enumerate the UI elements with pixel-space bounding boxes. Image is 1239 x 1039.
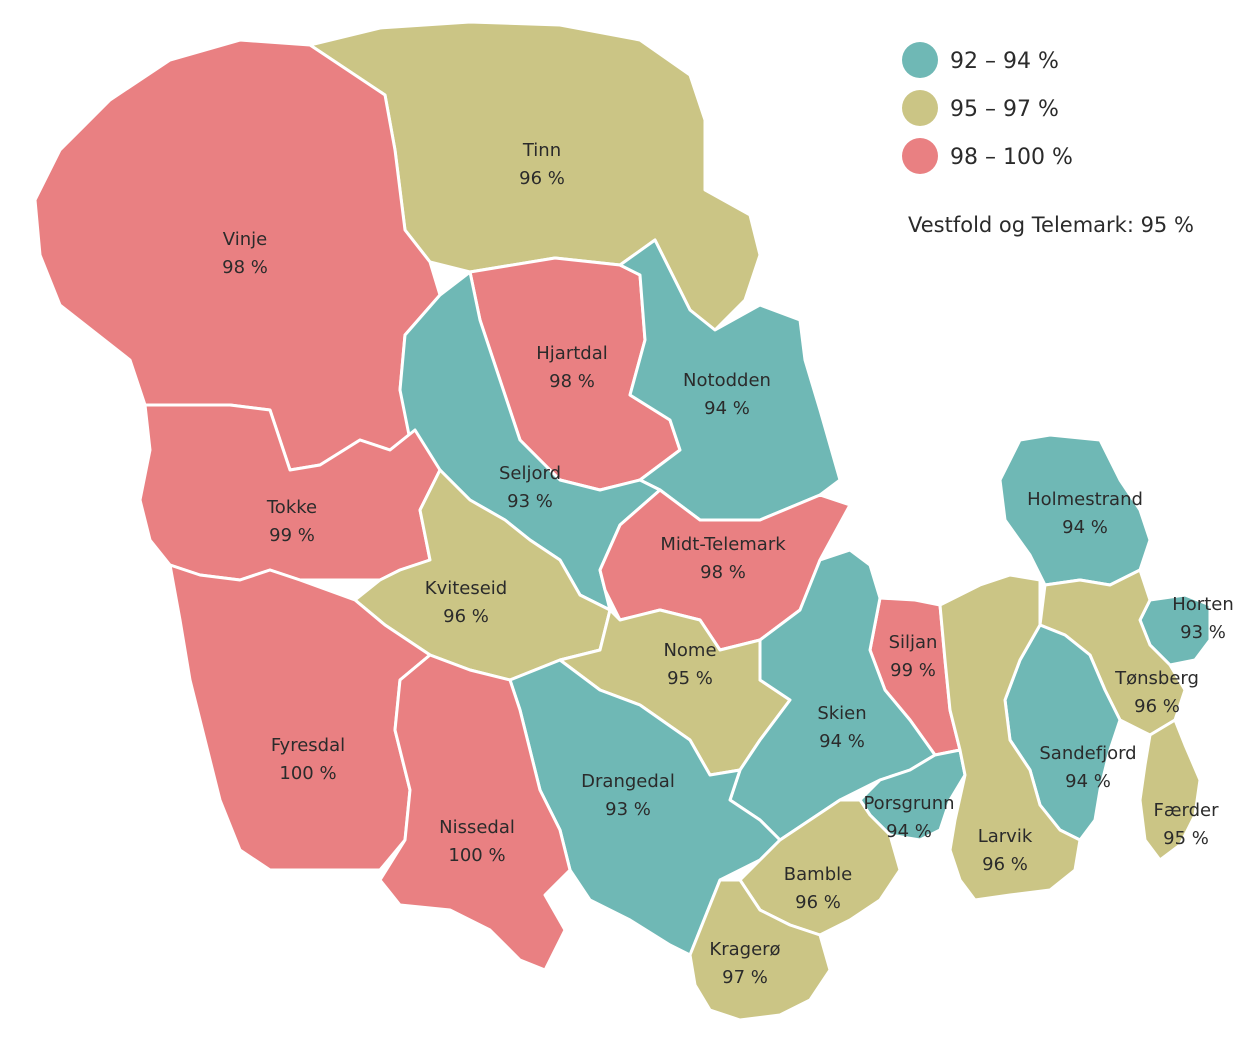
legend-swatch-olive [902,90,938,126]
label-value: 97 % [722,967,768,988]
label-name: Hjartdal [536,343,607,364]
legend-swatch-red [902,138,938,174]
label-value: 100 % [279,763,336,784]
label-name: Færder [1153,800,1219,821]
label-name: Bamble [784,864,852,885]
label-value: 94 % [1062,517,1108,538]
label-name: Notodden [683,370,771,391]
municipality-shapes [33,20,1212,1022]
label-value: 96 % [795,892,841,913]
label-value: 96 % [443,606,489,627]
label-name: Larvik [978,826,1033,847]
label-value: 94 % [1065,771,1111,792]
label-name: Sandefjord [1039,743,1136,764]
legend-label: 92 – 94 % [950,49,1059,74]
municipality-labels: Tinn 96 % Vinje 98 % Hjartdal 98 % Notod… [222,140,1234,988]
total-label: Vestfold og Telemark: 95 % [908,213,1194,237]
region-holmestrand[interactable] [998,433,1152,587]
label-value: 95 % [667,668,713,689]
label-name: Drangedal [581,771,675,792]
label-name: Siljan [889,632,938,653]
label-name: Kviteseid [425,578,507,599]
label-value: 99 % [890,660,936,681]
legend-label: 95 – 97 % [950,97,1059,122]
label-name: Nissedal [439,817,515,838]
label-name: Horten [1172,594,1234,615]
label-name: Holmestrand [1027,489,1143,510]
label-value: 98 % [700,562,746,583]
label-value: 94 % [886,821,932,842]
region-kragero[interactable] [688,878,832,1022]
label-value: 93 % [1180,622,1226,643]
label-name: Nome [663,640,716,661]
legend-swatch-teal [902,42,938,78]
label-name: Porsgrunn [863,793,954,814]
label-value: 93 % [507,491,553,512]
label-value: 94 % [704,398,750,419]
label-name: Fyresdal [271,735,345,756]
label-value: 98 % [222,257,268,278]
label-value: 99 % [269,525,315,546]
region-nissedal[interactable] [378,653,572,972]
label-name: Tokke [266,497,317,518]
label-name: Tinn [522,140,561,161]
label-value: 96 % [1134,696,1180,717]
legend: 92 – 94 % 95 – 97 % 98 – 100 % Vestfold … [902,42,1194,237]
label-name: Vinje [223,229,267,250]
label-name: Skien [817,703,866,724]
label-name: Tønsberg [1114,668,1199,689]
label-value: 100 % [448,845,505,866]
label-value: 94 % [819,731,865,752]
label-value: 98 % [549,371,595,392]
label-name: Midt-Telemark [660,534,786,555]
label-name: Kragerø [709,939,780,960]
label-value: 96 % [982,854,1028,875]
region-larvik[interactable] [938,573,1082,902]
legend-label: 98 – 100 % [950,145,1073,170]
label-name: Seljord [499,463,561,484]
label-value: 93 % [605,799,651,820]
region-faerder[interactable] [1138,718,1202,862]
label-value: 95 % [1163,828,1209,849]
label-value: 96 % [519,168,565,189]
